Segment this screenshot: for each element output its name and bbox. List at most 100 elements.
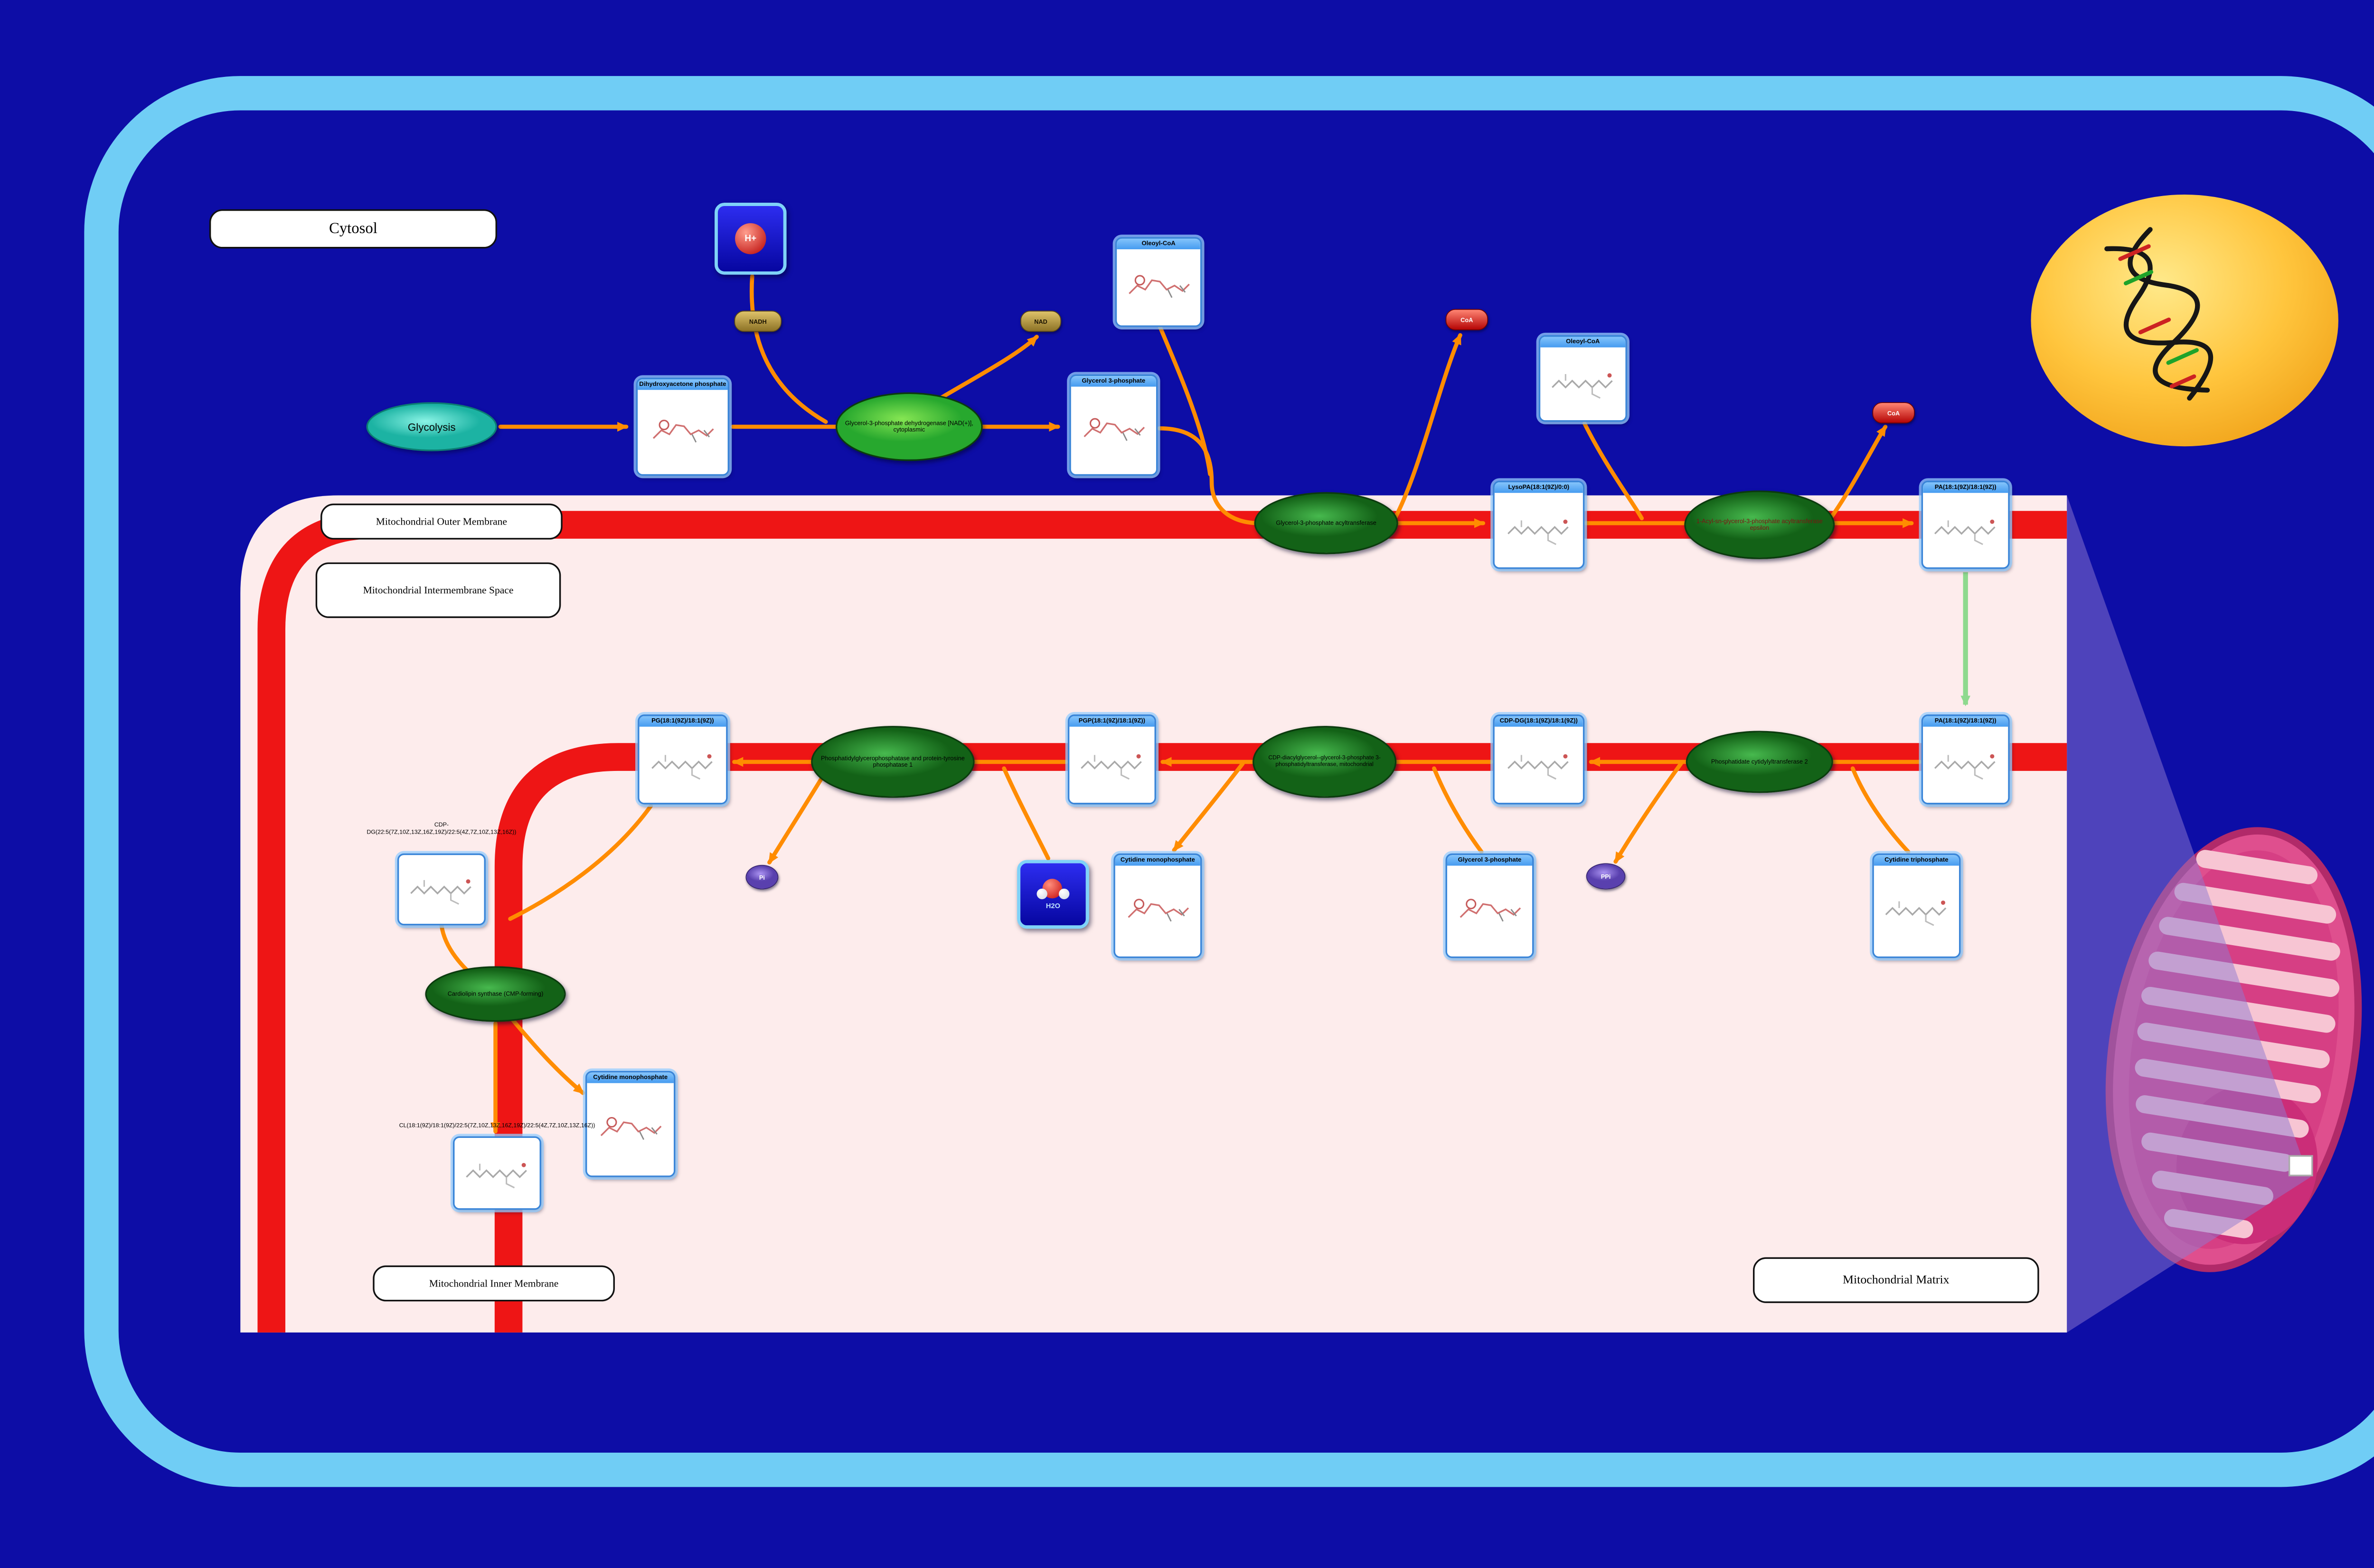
pathway-node-glycolysis[interactable]: Glycolysis <box>366 402 497 451</box>
enzyme-ptpmt1[interactable]: Phosphatidylglycerophosphatase and prote… <box>811 726 975 798</box>
metabolite-cmp-mid[interactable]: Cytidine monophosphate <box>1113 853 1202 958</box>
molecule-structure <box>1069 726 1155 803</box>
metabolite-label: PGP(18:1(9Z)/18:1(9Z)) <box>1069 716 1155 727</box>
cofactor-coa-mid[interactable]: CoA <box>1872 402 1915 423</box>
enzyme-cds2[interactable]: Phosphatidate cytidylyltransferase 2 <box>1686 731 1833 793</box>
metabolite-cdp-dg2[interactable] <box>397 853 486 926</box>
metabolite-label: Oleoyl-CoA <box>1117 238 1200 249</box>
metabolite-cl-label: CL(18:1(9Z)/18:1(9Z)/22:5(7Z,10Z,13Z,16Z… <box>399 1121 595 1129</box>
metabolite-label: Glycerol 3-phosphate <box>1447 855 1533 866</box>
molecule-structure <box>1115 865 1200 957</box>
cofactor-coa-top[interactable]: CoA <box>1445 309 1488 330</box>
metabolite-label: Cytidine triphosphate <box>1874 855 1959 866</box>
zoom-projection-wedge <box>2067 495 2311 1333</box>
molecule-structure <box>454 1138 540 1209</box>
metabolite-g3p-cytosol[interactable]: Glycerol 3-phosphate <box>1069 374 1158 476</box>
enzyme-label: Phosphatidylglycerophosphatase and prote… <box>820 754 965 769</box>
molecule-structure <box>1494 492 1583 568</box>
metabolite-label: LysoPA(18:1(9Z)/0:0) <box>1494 482 1583 493</box>
enzyme-gpat[interactable]: Glycerol-3-phosphate acyltransferase <box>1254 492 1398 554</box>
metabolite-lysopa[interactable]: LysoPA(18:1(9Z)/0:0) <box>1493 480 1585 569</box>
metabolite-cdp-dg[interactable]: CDP-DG(18:1(9Z)/18:1(9Z)) <box>1493 714 1585 805</box>
metabolite-oleoyl-coa-top[interactable]: Oleoyl-CoA <box>1115 237 1202 327</box>
metabolite-g3p-matrix[interactable]: Glycerol 3-phosphate <box>1445 853 1534 958</box>
metabolite-pa-outer[interactable]: PA(18:1(9Z)/18:1(9Z)) <box>1921 480 2010 569</box>
molecule-structure <box>1494 726 1583 803</box>
cofactor-label: H+ <box>744 234 757 244</box>
metabolite-label: PA(18:1(9Z)/18:1(9Z)) <box>1923 482 2008 493</box>
metabolite-label: Cytidine monophosphate <box>1115 855 1200 866</box>
cofactor-nad[interactable]: NAD <box>1020 310 1062 332</box>
inner-membrane-line <box>494 743 2067 1333</box>
arrow-cmp-bottom-output <box>508 1014 585 1095</box>
molecule-structure <box>638 389 728 474</box>
cofactor-pi[interactable]: Pi <box>745 864 779 890</box>
molecule-structure <box>587 1083 674 1176</box>
enzyme-label: CDP-diacylglycerol--glycerol-3-phosphate… <box>1268 755 1381 768</box>
cofactor-label: NADH <box>749 317 767 325</box>
metabolite-label: Dihydroxyacetone phosphate <box>638 379 728 390</box>
arrow-coa1-output <box>1391 333 1462 524</box>
cofactor-label: NAD <box>1034 317 1047 325</box>
cofactor-h2o[interactable]: H2O <box>1017 860 1089 929</box>
molecule-structure <box>1447 865 1533 957</box>
metabolite-label: DG(22:5(7Z,10Z,13Z,16Z,19Z)/22:5(4Z,7Z,1… <box>367 828 517 836</box>
cofactor-label: PPi <box>1601 873 1611 880</box>
enzyme-label: Phosphatidate cytidylyltransferase 2 <box>1711 758 1808 765</box>
cofactor-label: CoA <box>1460 316 1473 324</box>
cofactor-ppi[interactable]: PPi <box>1586 863 1626 890</box>
metabolite-pa-inner[interactable]: PA(18:1(9Z)/18:1(9Z)) <box>1921 714 2010 805</box>
arrow-pg-to-cls <box>508 804 653 921</box>
compartment-label-outer-membrane: Mitochondrial Outer Membrane <box>320 503 563 540</box>
metabolite-pgp[interactable]: PGP(18:1(9Z)/18:1(9Z)) <box>1067 714 1156 805</box>
molecule-structure <box>1540 347 1626 421</box>
compartment-label-cytosol: Cytosol <box>209 209 497 249</box>
water-molecule-icon <box>1036 879 1070 900</box>
cofactor-label: Pi <box>759 873 765 881</box>
pathway-node-label: Glycolysis <box>407 420 456 433</box>
cofactor-label: H2O <box>1046 901 1060 910</box>
arrow-g3p-to-lysopa <box>1157 426 1486 528</box>
metabolite-label: PG(18:1(9Z)/18:1(9Z)) <box>639 716 726 727</box>
enzyme-crls1[interactable]: Cardiolipin synthase (CMP-forming) <box>425 966 566 1022</box>
metabolite-ctp[interactable]: Cytidine triphosphate <box>1872 853 1961 958</box>
dna-helix-icon <box>2104 227 2214 401</box>
arrow-cmp-output <box>1172 761 1245 853</box>
enzyme-agpat[interactable]: 1-Acyl-sn-glycerol-3-phosphate acyltrans… <box>1684 490 1835 559</box>
molecule-structure <box>1117 249 1200 326</box>
cofactor-hplus[interactable]: H+ <box>715 203 787 275</box>
compartment-label-intermembrane-space: Mitochondrial Intermembrane Space <box>315 562 561 618</box>
molecule-structure <box>639 726 726 803</box>
metabolite-label: Cytidine monophosphate <box>587 1072 674 1083</box>
arrow-oleoylcoa2-input <box>1582 421 1644 521</box>
nucleus <box>2031 194 2338 447</box>
metabolite-cl[interactable] <box>452 1136 541 1210</box>
enzyme-gpd1[interactable]: Glycerol-3-phosphate dehydrogenase [NAD(… <box>835 392 983 461</box>
compartment-label-inner-membrane: Mitochondrial Inner Membrane <box>373 1265 615 1302</box>
metabolite-cdp-dg2-label: CDP- DG(22:5(7Z,10Z,13Z,16Z,19Z)/22:5(4Z… <box>311 821 572 836</box>
arrow-ppi-output <box>1613 761 1683 864</box>
cofactor-nadh[interactable]: NADH <box>734 310 782 332</box>
enzyme-label: Cardiolipin synthase (CMP-forming) <box>447 990 544 997</box>
arrow-g3p-matrix-input <box>1432 766 1484 854</box>
metabolite-cmp-bottom[interactable]: Cytidine monophosphate <box>585 1070 676 1177</box>
enzyme-label: Glycerol-3-phosphate acyltransferase <box>1276 519 1376 526</box>
enzyme-label: Glycerol-3-phosphate dehydrogenase [NAD(… <box>845 419 973 433</box>
enzyme-pgs1[interactable]: CDP-diacylglycerol--glycerol-3-phosphate… <box>1253 726 1397 798</box>
metabolite-oleoyl-coa-mid[interactable]: Oleoyl-CoA <box>1538 335 1627 422</box>
molecule-structure <box>1071 386 1156 474</box>
metabolite-pg[interactable]: PG(18:1(9Z)/18:1(9Z)) <box>638 714 728 805</box>
molecule-structure <box>1923 492 2008 568</box>
metabolite-dhap[interactable]: Dihydroxyacetone phosphate <box>636 377 730 476</box>
arrow-h2o-input <box>1002 766 1050 861</box>
metabolite-label-prefix: CDP- <box>434 820 449 828</box>
metabolite-label: PA(18:1(9Z)/18:1(9Z)) <box>1923 716 2008 727</box>
molecule-structure <box>1923 726 2008 803</box>
metabolite-label: Glycerol 3-phosphate <box>1071 376 1156 387</box>
arrow-coa2-output <box>1826 424 1888 524</box>
arrow-ctp-input <box>1850 766 1911 854</box>
cofactor-label: CoA <box>1887 409 1900 417</box>
arrow-hplus-input <box>749 274 828 424</box>
arrow-oleoylcoa1-input <box>1157 323 1212 477</box>
